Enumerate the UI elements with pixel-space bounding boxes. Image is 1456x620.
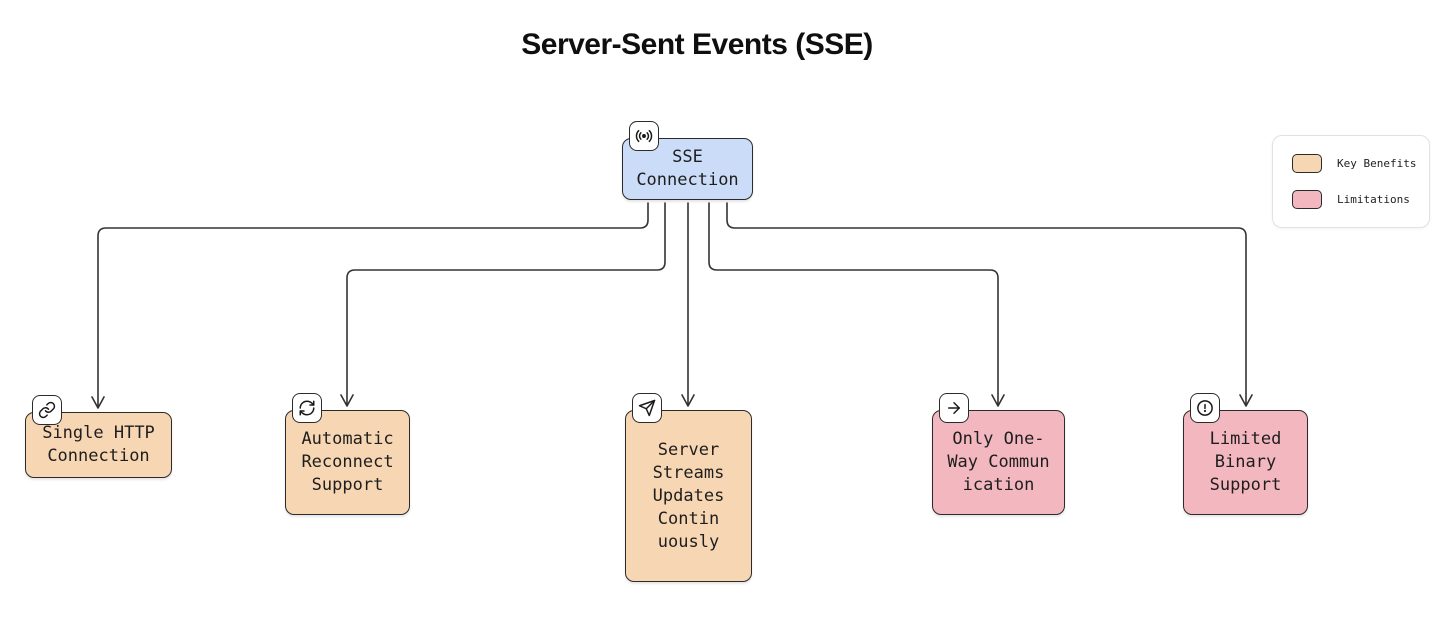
node-limited-binary-support: Limited Binary Support xyxy=(1183,393,1308,515)
connector-limited-binary xyxy=(726,202,1253,407)
node-single-http-connection: Single HTTP Connection xyxy=(25,395,172,478)
node-label: Server Streams Updates Contin uously xyxy=(652,439,725,552)
connector-server-streams xyxy=(681,202,695,407)
connector-one-way xyxy=(708,202,1005,407)
node-label: Limited Binary Support xyxy=(1209,429,1282,495)
broadcast-icon xyxy=(629,121,659,151)
node-label: SSE Connection xyxy=(636,147,739,190)
node-server-streams-updates: Server Streams Updates Contin uously xyxy=(625,393,752,582)
alert-circle-icon xyxy=(1190,393,1220,423)
node-one-way-communication: Only One- Way Commun ication xyxy=(932,393,1065,515)
send-icon xyxy=(632,393,662,423)
connector-single-http xyxy=(91,202,649,409)
legend: Key Benefits Limitations xyxy=(1272,135,1430,228)
legend-label: Limitations xyxy=(1337,193,1410,206)
node-label: Single HTTP Connection xyxy=(42,423,155,466)
legend-item-key-benefits: Key Benefits xyxy=(1292,154,1429,173)
page-title: Server-Sent Events (SSE) xyxy=(521,28,873,61)
legend-item-limitations: Limitations xyxy=(1292,190,1429,209)
link-icon xyxy=(32,395,62,425)
node-label: Only One- Way Commun ication xyxy=(947,429,1050,495)
legend-label: Key Benefits xyxy=(1337,157,1417,170)
node-label: Automatic Reconnect Support xyxy=(301,429,394,495)
node-automatic-reconnect: Automatic Reconnect Support xyxy=(285,393,410,515)
node-sse-connection: SSE Connection xyxy=(622,121,753,200)
arrow-right-icon xyxy=(939,393,969,423)
limitation-swatch xyxy=(1292,190,1322,209)
connector-auto-reconnect xyxy=(340,202,666,407)
benefit-swatch xyxy=(1292,154,1322,173)
refresh-icon xyxy=(292,393,322,423)
